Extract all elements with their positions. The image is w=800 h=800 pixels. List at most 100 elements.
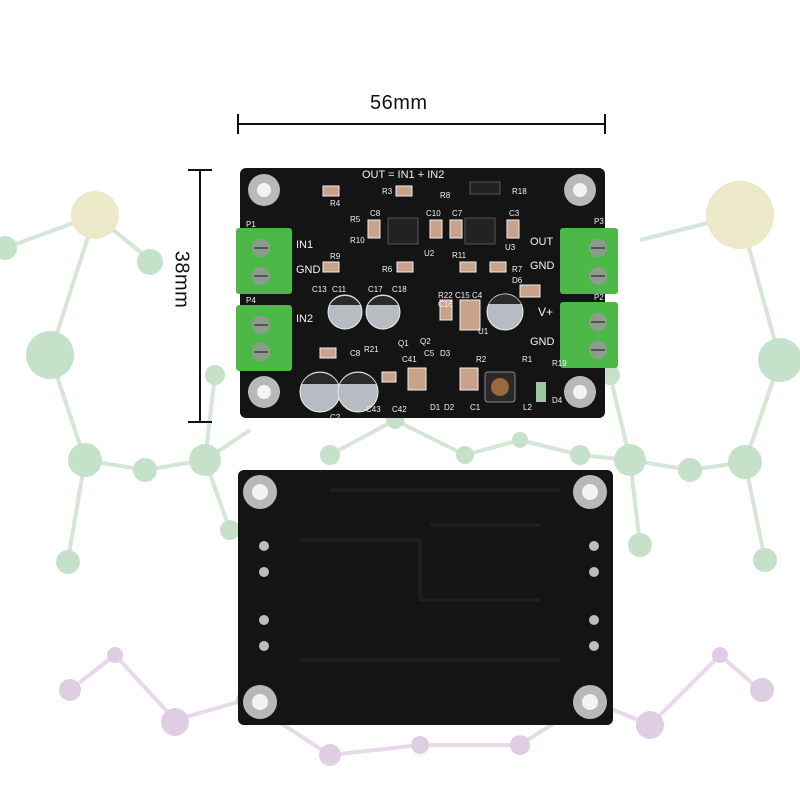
ref-designator: C1: [470, 403, 481, 412]
mounting-hole: [243, 475, 277, 509]
ref-designator: C43: [366, 405, 381, 414]
ref-designator: C7: [452, 209, 463, 218]
label-gnd-right-bottom: GND: [530, 336, 555, 348]
ref-designator: C13: [312, 285, 327, 294]
board-formula: OUT = IN1 + IN2: [362, 169, 444, 181]
smd-capacitor: [429, 219, 443, 239]
smd-diode: [519, 284, 541, 298]
ref-designator: C3: [509, 209, 520, 218]
pcb-traces: [300, 488, 560, 662]
mounting-hole: [564, 376, 596, 408]
ref-designator: D1: [430, 403, 441, 412]
ref-designator: Q1: [398, 339, 409, 348]
smd-capacitor: [439, 299, 453, 321]
terminal-block-p3: [560, 228, 618, 294]
electrolytic-capacitor: [486, 293, 524, 331]
mounting-hole: [564, 174, 596, 206]
mounting-hole: [248, 174, 280, 206]
smd-capacitor: [506, 219, 520, 239]
ref-designator: R4: [330, 199, 341, 208]
smd-capacitor: [367, 219, 381, 239]
ref-designator: R9: [330, 252, 341, 261]
ref-designator: R6: [382, 265, 393, 274]
ref-designator: U3: [505, 243, 516, 252]
ref-designator: R11: [452, 251, 467, 260]
ref-designator: C2: [330, 413, 341, 422]
electrolytic-capacitor: [327, 294, 363, 330]
ref-designator: C15: [455, 291, 470, 300]
ref-designator: C16: [438, 300, 453, 309]
smd-resistor: [319, 347, 337, 359]
ref-designator: C17: [368, 285, 383, 294]
mounting-hole: [573, 475, 607, 509]
smd-resistor: [459, 261, 477, 273]
height-dimension-label: 38mm: [170, 250, 193, 309]
ref-designator: R8: [440, 191, 451, 200]
ref-designator: R22: [438, 291, 453, 300]
mounting-hole: [248, 376, 280, 408]
pcb-top-view: OUT = IN1 + IN2 IN1 GND IN2 OUT GND V+ G…: [236, 168, 618, 422]
ref-designator: C4: [472, 291, 483, 300]
inductor: [484, 371, 516, 403]
solder-pads: [259, 541, 599, 651]
pcb-bottom-view: [238, 470, 613, 725]
ref-designator: P2: [594, 293, 604, 302]
ref-designator: R7: [512, 265, 523, 274]
smd-resistor: [489, 261, 507, 273]
electrolytic-capacitor: [365, 294, 401, 330]
ref-designator: D4: [552, 396, 563, 405]
ref-designator: R21: [364, 345, 379, 354]
ref-designator: R19: [552, 359, 567, 368]
ref-designator: C10: [426, 209, 441, 218]
width-dimension-label: 56mm: [370, 92, 428, 114]
electrolytic-capacitor: [299, 371, 341, 413]
ref-designator: D3: [440, 349, 451, 358]
ref-designator: P3: [594, 217, 604, 226]
height-dimension-line: [188, 169, 212, 423]
ref-designator: R18: [512, 187, 527, 196]
ic-chip: [387, 217, 419, 245]
ref-designator: R2: [476, 355, 487, 364]
smd-resistor: [322, 261, 340, 273]
terminal-block-p1: [236, 228, 292, 294]
ref-designator: C41: [402, 355, 417, 364]
ref-designator: R5: [350, 215, 361, 224]
label-gnd-left: GND: [296, 264, 321, 276]
mounting-hole: [243, 685, 277, 719]
background-network-pattern: [0, 181, 800, 766]
ref-designator: P4: [246, 296, 256, 305]
label-out: OUT: [530, 236, 554, 248]
ref-designator: U2: [424, 249, 435, 258]
smd-resistor: [381, 371, 397, 383]
terminal-block-p2: [560, 302, 618, 368]
mounting-hole: [573, 685, 607, 719]
label-in1: IN1: [296, 239, 313, 251]
ref-designator: Q2: [420, 337, 431, 346]
ref-designator: C8: [370, 209, 381, 218]
ref-designator: D6: [512, 276, 523, 285]
ic-chip: [464, 217, 496, 245]
smd-resistor: [322, 185, 340, 197]
electrolytic-capacitor: [337, 371, 379, 413]
label-vplus: V+: [538, 305, 553, 319]
ref-designator: P1: [246, 220, 256, 229]
ref-designator: R3: [382, 187, 393, 196]
ref-designator: C5: [424, 349, 435, 358]
ref-designator: C42: [392, 405, 407, 414]
smd-capacitor: [449, 219, 463, 239]
terminal-block-p4: [236, 305, 292, 371]
smd-capacitor: [407, 367, 427, 391]
ref-designator: C18: [392, 285, 407, 294]
label-in2: IN2: [296, 313, 313, 325]
ref-designator: R1: [522, 355, 533, 364]
ref-designator: D2: [444, 403, 455, 412]
ic-chip: [469, 181, 501, 195]
ref-designator: U1: [478, 327, 489, 336]
ref-designator: R10: [350, 236, 365, 245]
ref-designator: L2: [523, 403, 532, 412]
label-gnd-right-top: GND: [530, 260, 555, 272]
smd-resistor: [395, 185, 413, 197]
width-dimension-line: [237, 114, 606, 134]
